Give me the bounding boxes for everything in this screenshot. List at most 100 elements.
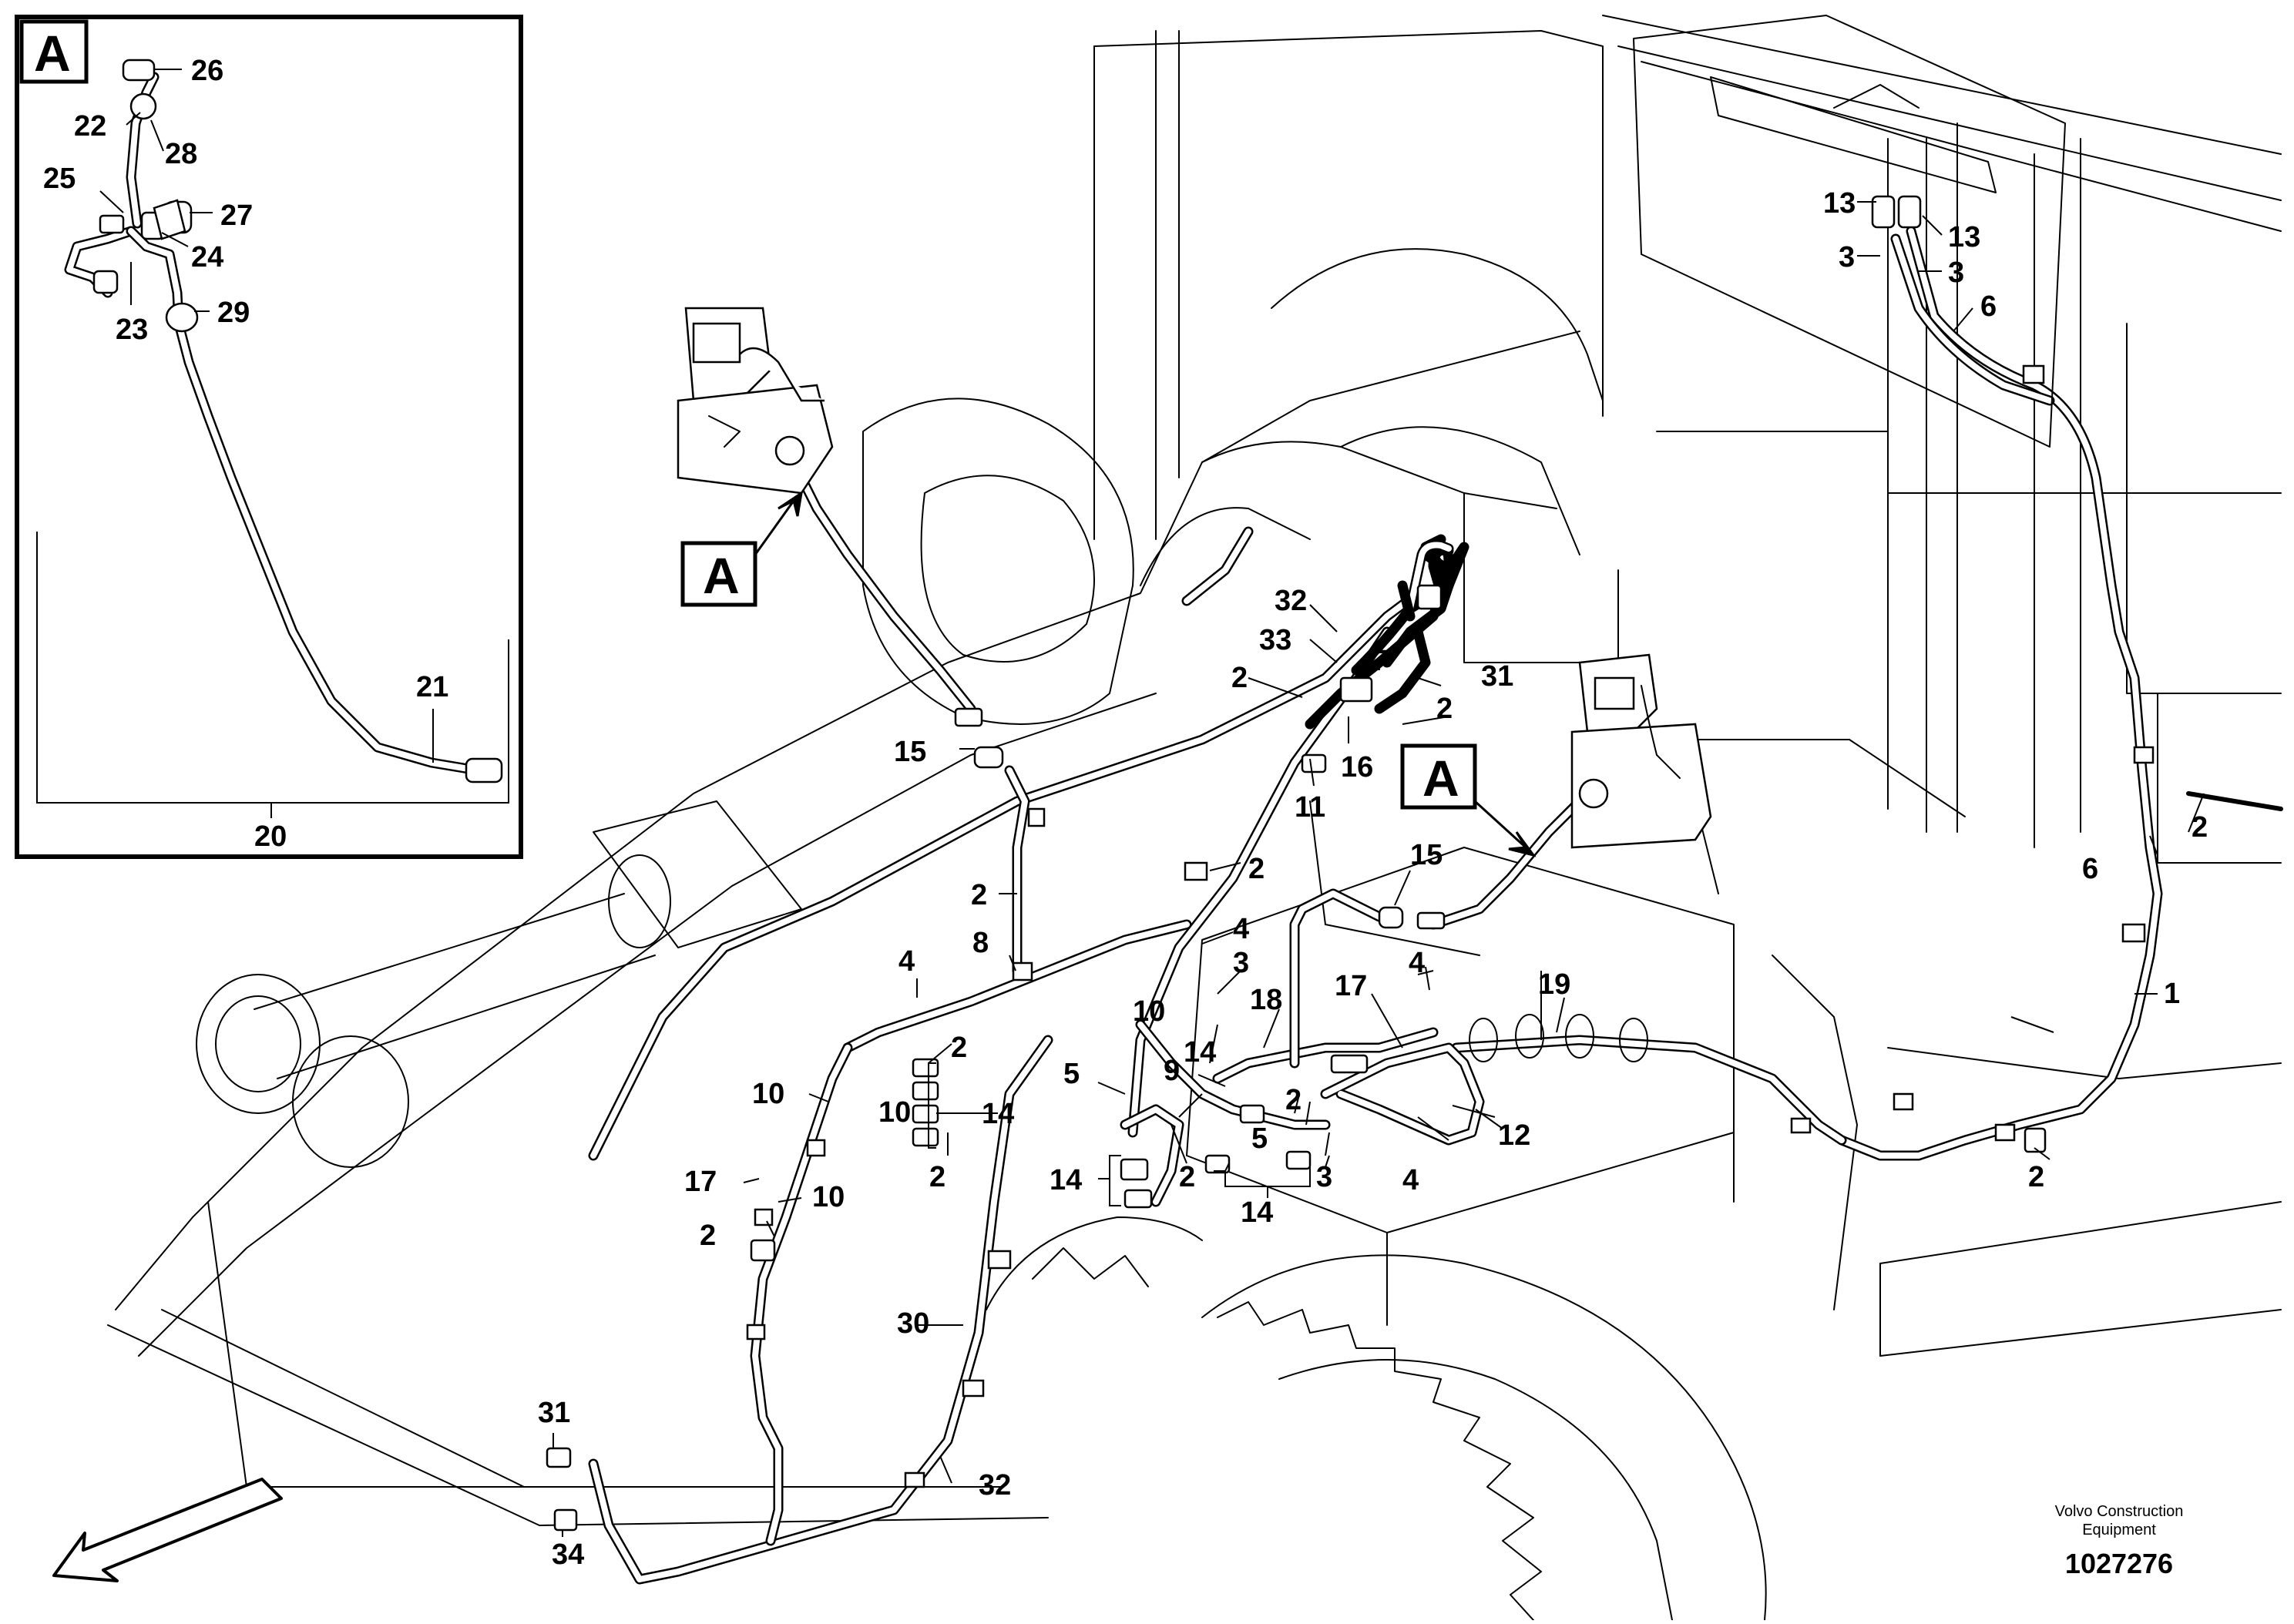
callout-7: 7 <box>1372 645 1388 677</box>
callout-32: 32 <box>1275 585 1307 617</box>
direction-arrow-icon <box>52 1478 283 1582</box>
callout-4: 4 <box>1409 947 1425 979</box>
connector-icon <box>973 746 1004 769</box>
callout-5: 5 <box>1251 1122 1268 1155</box>
callout-2: 2 <box>1436 693 1453 725</box>
callout-28: 28 <box>165 138 197 170</box>
connector-icon <box>1285 1150 1312 1170</box>
connector-icon <box>912 1058 939 1078</box>
callout-2: 2 <box>700 1220 716 1252</box>
callout-2: 2 <box>1285 1084 1302 1116</box>
callout-18: 18 <box>1250 984 1282 1016</box>
connector-icon <box>546 1447 572 1468</box>
connector-icon <box>750 1239 776 1262</box>
callout-14: 14 <box>982 1098 1014 1130</box>
callout-17: 17 <box>1335 970 1367 1002</box>
connector-icon <box>1378 906 1404 929</box>
callout-3: 3 <box>1316 1161 1332 1193</box>
callout-8: 8 <box>972 927 989 959</box>
clamp-icon <box>2121 923 2146 943</box>
callout-19: 19 <box>1538 968 1570 1001</box>
callout-2: 2 <box>971 879 987 911</box>
clamp-icon <box>2022 364 2045 384</box>
hose-routing <box>588 226 2283 1585</box>
callout-29: 29 <box>217 297 250 329</box>
callout-15: 15 <box>894 736 926 768</box>
connector-icon <box>954 707 983 727</box>
clamp-icon <box>806 1139 826 1157</box>
connector-icon <box>1416 911 1446 930</box>
clamp-icon <box>1893 1092 1914 1111</box>
clamp-icon <box>1790 1117 1812 1134</box>
callout-15: 15 <box>1410 839 1443 871</box>
callout-2: 2 <box>2192 811 2208 844</box>
callout-14: 14 <box>1241 1196 1273 1229</box>
connector-icon <box>1330 1054 1369 1074</box>
callout-13: 13 <box>1948 221 1980 253</box>
callout-32: 32 <box>979 1469 1011 1502</box>
detail-a-marker: A <box>1422 750 1459 807</box>
callout-24: 24 <box>191 241 223 273</box>
detail-a-label: A <box>34 25 71 82</box>
callout-23: 23 <box>116 314 148 346</box>
drawing-number: 1027276 <box>2065 1548 2173 1579</box>
detail-ref-right: A <box>1400 743 1537 857</box>
connector-icon <box>1897 195 1922 229</box>
callout-31: 31 <box>538 1397 570 1429</box>
callout-6: 6 <box>2082 853 2098 885</box>
detail-a-inset: A 26 22 28 25 27 <box>15 15 523 859</box>
clamp-icon <box>2133 746 2155 764</box>
callout-11: 11 <box>1295 791 1325 824</box>
fittings <box>546 195 2155 1532</box>
callout-4: 4 <box>1402 1164 1419 1196</box>
detail-ref-left: A <box>680 490 804 607</box>
clamp-icon <box>1184 861 1208 881</box>
callout-6: 6 <box>1980 290 1997 323</box>
callout-16: 16 <box>1341 751 1373 783</box>
callout-4: 4 <box>1233 913 1249 945</box>
connector-icon <box>553 1508 578 1532</box>
clamp-icon <box>962 1379 985 1398</box>
clamp-icon <box>754 1208 774 1226</box>
callout-10: 10 <box>1133 995 1165 1028</box>
callout-2: 2 <box>1231 662 1248 694</box>
connector-icon <box>912 1081 939 1101</box>
connector-icon <box>1339 676 1373 703</box>
callout-20: 20 <box>254 820 287 853</box>
callout-2: 2 <box>929 1161 945 1193</box>
connector-icon <box>912 1104 939 1124</box>
callout-21: 21 <box>416 671 448 703</box>
connector-icon <box>2024 1127 2047 1153</box>
valve-panel-top <box>1633 15 2066 448</box>
callout-5: 5 <box>1063 1058 1080 1090</box>
callout-14: 14 <box>1050 1164 1082 1196</box>
connector-icon <box>1301 753 1327 773</box>
callout-2: 2 <box>1248 853 1265 885</box>
clamp-icon <box>746 1324 766 1340</box>
callout-10: 10 <box>812 1181 845 1213</box>
connector-icon <box>1123 1189 1153 1209</box>
callout-17: 17 <box>684 1166 717 1198</box>
detail-a-marker: A <box>703 547 740 604</box>
connector-icon <box>912 1127 939 1147</box>
connector-icon <box>1871 195 1896 229</box>
callout-4: 4 <box>898 945 915 978</box>
callout-3: 3 <box>1233 947 1249 979</box>
callout-13: 13 <box>1823 187 1856 220</box>
callout-2: 2 <box>1179 1161 1195 1193</box>
machine-outline <box>107 15 2282 1621</box>
callout-10: 10 <box>878 1096 911 1129</box>
company-name: Volvo Construction <box>2055 1503 2184 1520</box>
company-name-2: Equipment <box>2082 1522 2156 1538</box>
control-valve-right <box>1570 653 1712 849</box>
callout-31: 31 <box>1481 660 1513 693</box>
callout-2: 2 <box>2028 1161 2044 1193</box>
callout-3: 3 <box>1839 241 1855 273</box>
callout-26: 26 <box>191 55 223 87</box>
callout-9: 9 <box>1164 1055 1180 1087</box>
callout-3: 3 <box>1948 257 1964 289</box>
callout-10: 10 <box>752 1078 784 1110</box>
callout-27: 27 <box>220 200 253 232</box>
